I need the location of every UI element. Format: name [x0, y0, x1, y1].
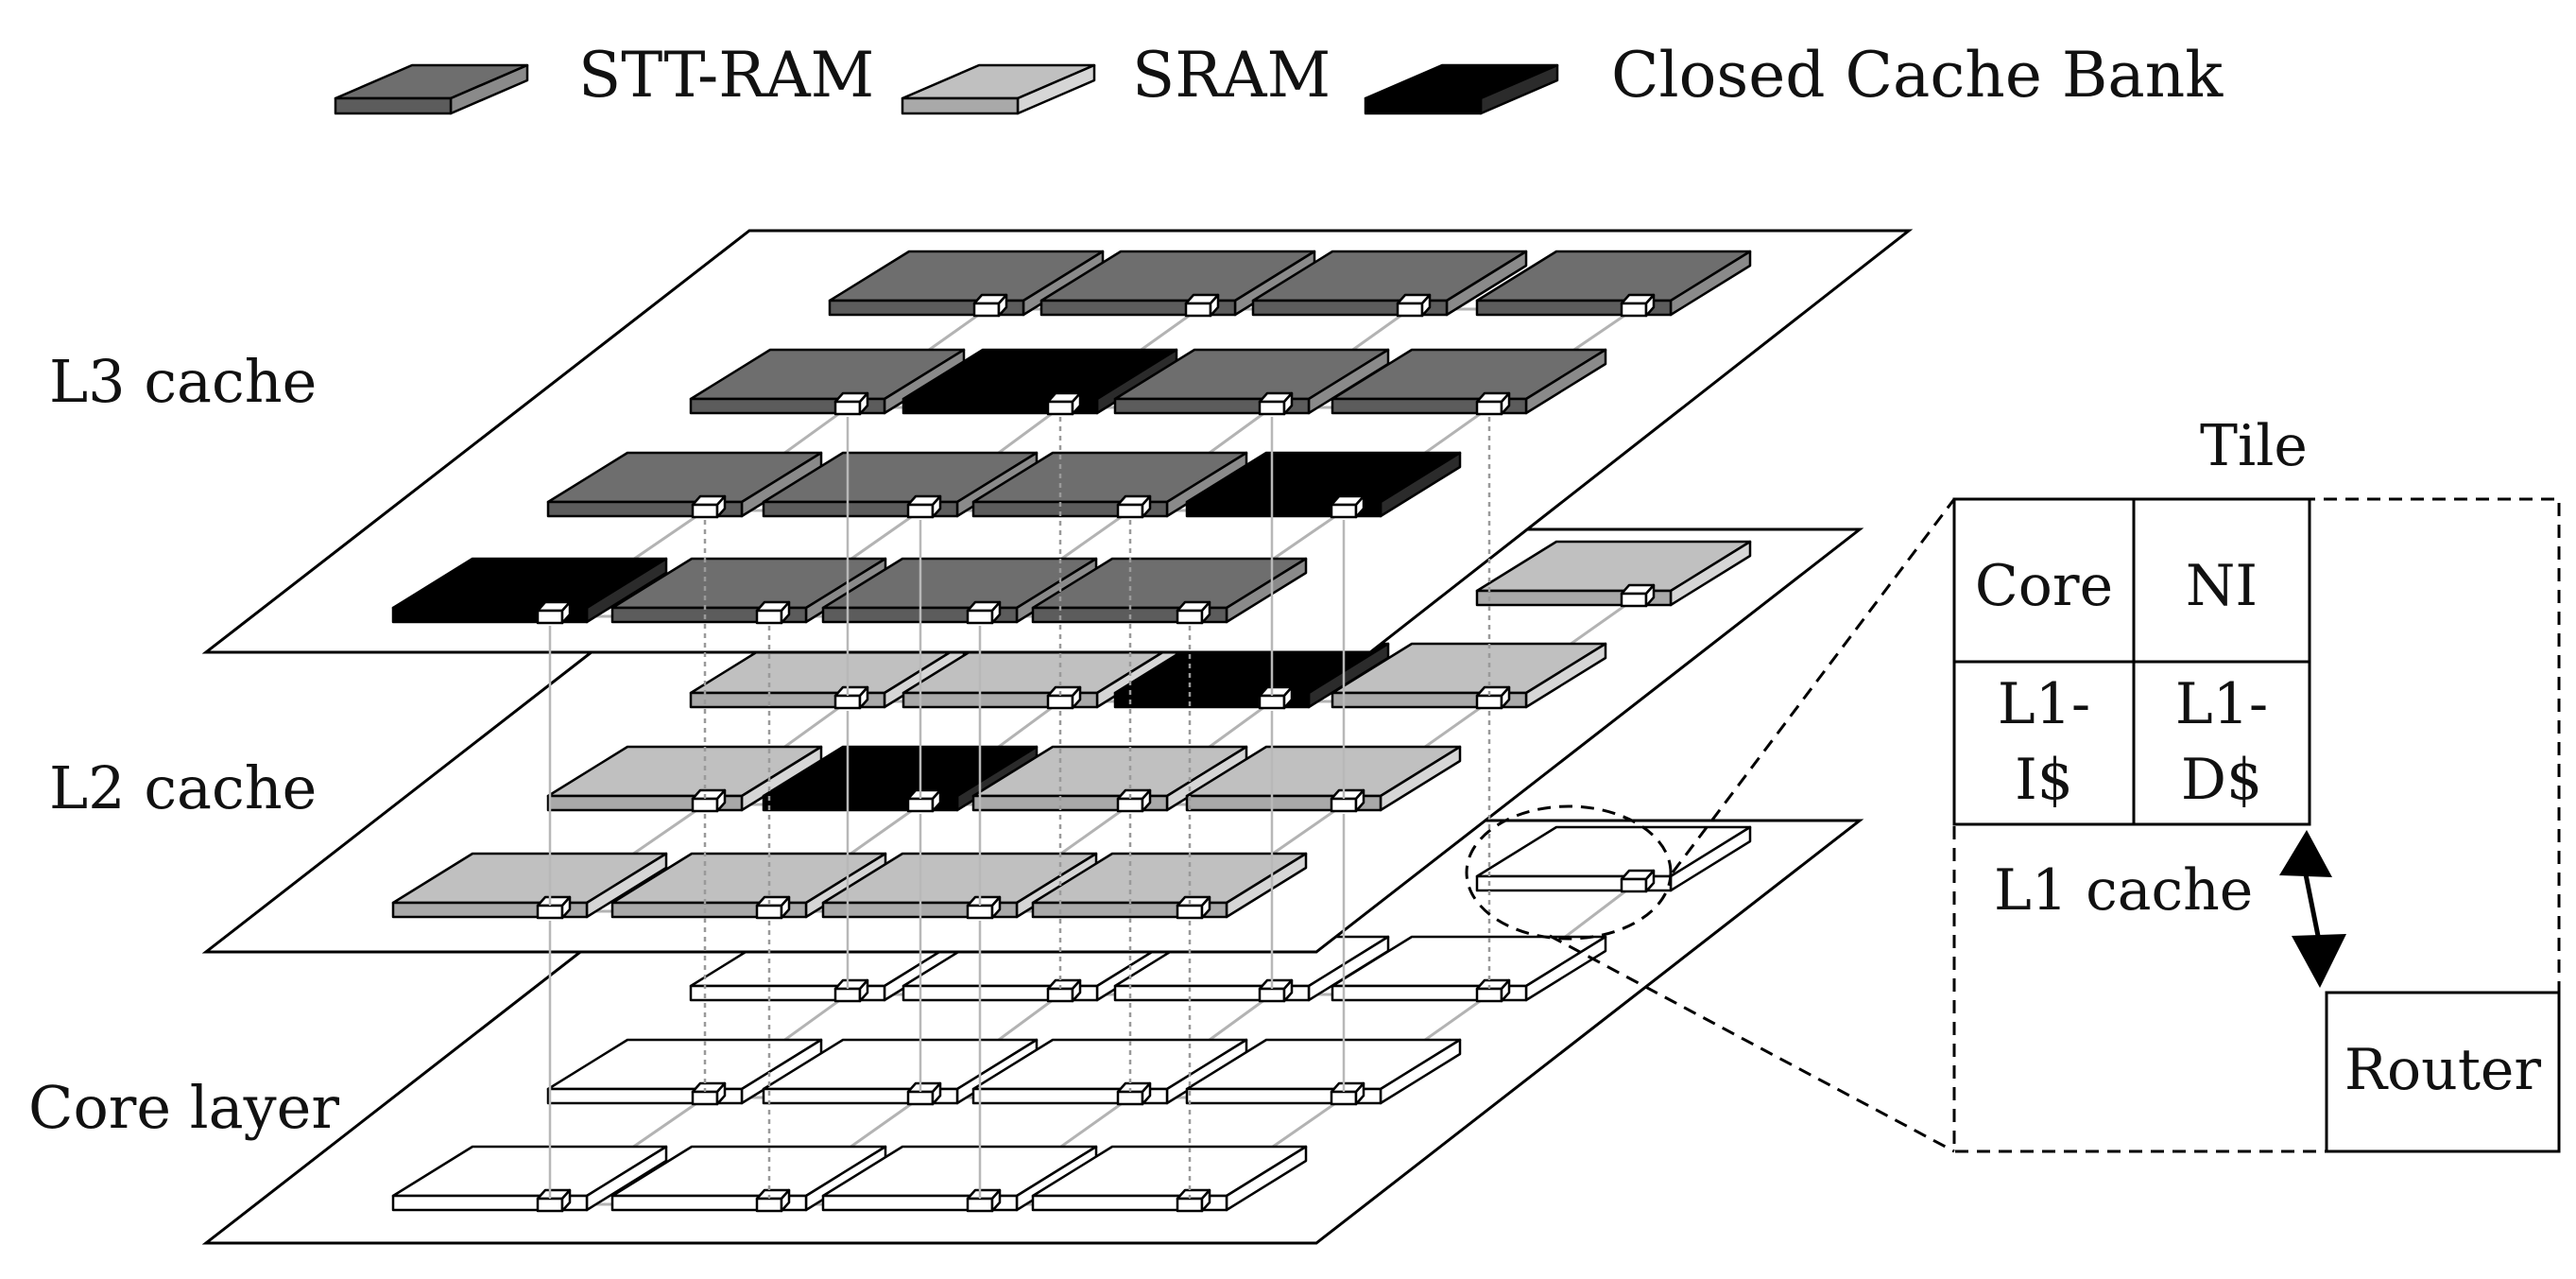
tile-title: Tile [2200, 413, 2308, 479]
l1i-label-line1: L1- [1998, 671, 2090, 737]
legend-label-stt-ram: STT-RAM [578, 39, 874, 112]
legend-label-sram: SRAM [1132, 39, 1331, 112]
router-box [2325, 991, 2561, 1153]
legend-swatch-sram [901, 63, 1096, 115]
l3-bank-r2-c2 [971, 451, 1248, 519]
legend-swatch-stt-ram [334, 63, 529, 115]
core-bank-r3-c3 [1031, 1145, 1308, 1213]
tile-detail: Tile Core NI L1- I$ L1- D$ L1 cache Rout… [1952, 413, 2561, 1153]
ni-label: NI [2186, 553, 2258, 619]
ni-box [2132, 497, 2311, 664]
legend: STT-RAM SRAM Closed Cache Bank [334, 39, 2224, 115]
l3-cache-layer [201, 229, 1914, 654]
l1d-box [2132, 660, 2311, 826]
l2-bank-r1-c3 [1331, 642, 1607, 710]
layer-label-l3: L3 cache [49, 347, 317, 416]
core-bank-r2-c3 [1185, 1038, 1462, 1106]
l1d-label-line2: D$ [2181, 747, 2262, 813]
zoom-line-bottom [1549, 934, 1955, 1153]
l3-cache-banks [391, 250, 1752, 625]
vertical-links-l2-to-core [548, 711, 1491, 1199]
core-bank-r0-c0 [1475, 825, 1752, 893]
l3-bank-r3-c0 [391, 557, 668, 625]
vertical-links-l3-to-l2 [548, 417, 1491, 906]
l2-bank-r1-c0 [689, 642, 966, 710]
l3-bank-r2-c3 [1185, 451, 1462, 519]
l2-bank-r1-c1 [902, 642, 1178, 710]
core-bank-r2-c2 [971, 1038, 1248, 1106]
l3-bank-r1-c3 [1331, 348, 1607, 416]
core-bank-r3-c0 [391, 1145, 668, 1213]
l2-bank-r3-c1 [610, 852, 887, 920]
tile-callout [1465, 498, 1956, 1153]
l3-bank-r3-c1 [610, 557, 887, 625]
core-bank-r2-c0 [546, 1038, 823, 1106]
core-bank-r3-c1 [610, 1145, 887, 1213]
router-label: Router [2344, 1037, 2542, 1103]
legend-swatch-shape-sram [901, 63, 1096, 115]
l3-bank-r0-c2 [1251, 250, 1528, 318]
zoom-ellipse [1465, 804, 1673, 941]
l2-bank-r2-c2 [971, 745, 1248, 813]
core-bank-r1-c3 [1331, 935, 1607, 1003]
l2-cache-banks [391, 540, 1752, 920]
l2-bank-r0-c0 [1475, 540, 1752, 608]
bidirectional-arrow-icon [2279, 830, 2346, 988]
legend-swatch-shape-closed [1364, 63, 1559, 115]
layer-label-l2: L2 cache [49, 753, 317, 822]
l1i-label-line2: I$ [2015, 747, 2073, 813]
l2-bank-r2-c0 [546, 745, 823, 813]
l2-bank-r3-c0 [391, 852, 668, 920]
l3-cache-plane [201, 229, 1914, 654]
l3-bank-r1-c2 [1113, 348, 1390, 416]
legend-swatch-closed-cache-bank [1364, 63, 1559, 115]
l2-bank-r3-c3 [1031, 852, 1308, 920]
l1i-box [1952, 660, 2136, 826]
l3-bank-r3-c3 [1031, 557, 1308, 625]
l3-bank-r2-c1 [762, 451, 1039, 519]
legend-swatch-shape-stt [334, 63, 529, 115]
l1d-label-line1: L1- [2175, 671, 2268, 737]
layer-label-core: Core layer [28, 1073, 339, 1142]
l2-bank-r2-c3 [1185, 745, 1462, 813]
l3-bank-r0-c3 [1475, 250, 1752, 318]
zoom-line-top [1671, 498, 1956, 873]
l1-cache-label: L1 cache [1994, 857, 2253, 924]
legend-label-closed-cache-bank: Closed Cache Bank [1611, 39, 2224, 112]
core-bank-r3-c2 [821, 1145, 1098, 1213]
core-label: Core [1975, 553, 2113, 619]
